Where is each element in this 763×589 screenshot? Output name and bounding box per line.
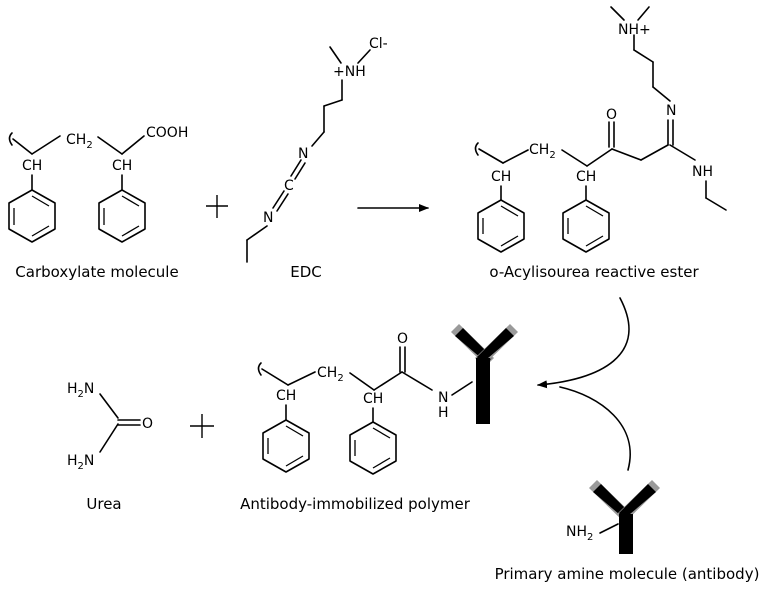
h-label: H: [438, 405, 449, 421]
curved-arrow-from-ester: [537, 297, 630, 389]
h2n-label-top: H2N: [67, 381, 94, 400]
ch-label-left: CH: [22, 158, 42, 174]
curved-arrow-from-amine: [559, 386, 631, 471]
benzene-ring: [349, 421, 397, 475]
n-label: N: [666, 103, 676, 119]
o-label: O: [397, 331, 408, 347]
cooh-label: COOH: [146, 125, 188, 141]
nh-label: NH: [692, 164, 713, 180]
edc-molecule: N C N +NH Cl-: [246, 36, 388, 263]
caption-polymer: Antibody-immobilized polymer: [240, 495, 471, 513]
ch-label: CH: [576, 169, 596, 185]
n-label: N: [298, 146, 308, 162]
nh-plus-label: +NH: [333, 64, 366, 80]
polymer-chain-break-mark: [474, 142, 479, 156]
nh2-label: NH2: [566, 524, 593, 543]
c-label: C: [284, 178, 294, 194]
caption-edc: EDC: [290, 263, 322, 281]
ch-label-right: CH: [112, 158, 132, 174]
n-label: N: [263, 210, 273, 226]
ch-label: CH: [276, 388, 296, 404]
plus-sign: [190, 414, 214, 438]
nh-plus-label: NH+: [618, 22, 651, 38]
polymer-chain-break-mark: [8, 132, 13, 146]
ch2-label: CH2: [66, 132, 93, 151]
polymer-chain-break-mark: [257, 362, 262, 376]
o-label: O: [606, 107, 617, 123]
caption-carboxylate: Carboxylate molecule: [15, 263, 178, 281]
h2n-label-bottom: H2N: [67, 453, 94, 472]
carboxylate-molecule: CH2 COOH CH CH: [8, 125, 188, 243]
chloride-label: Cl-: [369, 36, 388, 52]
ch-label: CH: [491, 169, 511, 185]
benzene-ring: [477, 199, 525, 253]
antibody-immobilized-polymer: CH2 O N H CH CH: [257, 324, 518, 475]
caption-urea: Urea: [86, 495, 121, 513]
nh-label: N: [438, 390, 448, 406]
plus-sign: [206, 195, 228, 218]
primary-amine-antibody: NH2: [566, 480, 660, 554]
benzene-ring: [562, 199, 610, 253]
benzene-ring: [8, 189, 56, 243]
caption-amine: Primary amine molecule (antibody): [495, 565, 760, 583]
antibody-icon: [589, 480, 660, 554]
benzene-ring: [262, 419, 310, 473]
caption-ester: o-Acylisourea reactive ester: [489, 263, 699, 281]
ch2-label: CH2: [317, 365, 344, 384]
o-label: O: [142, 416, 153, 432]
urea-molecule: H2N O H2N: [67, 381, 153, 472]
benzene-ring: [98, 189, 146, 243]
o-acylisourea-ester: CH2 O N NH+ NH CH CH: [474, 6, 727, 253]
ch-label: CH: [363, 391, 383, 407]
antibody-icon: [451, 324, 518, 424]
ch2-label: CH2: [529, 142, 556, 161]
